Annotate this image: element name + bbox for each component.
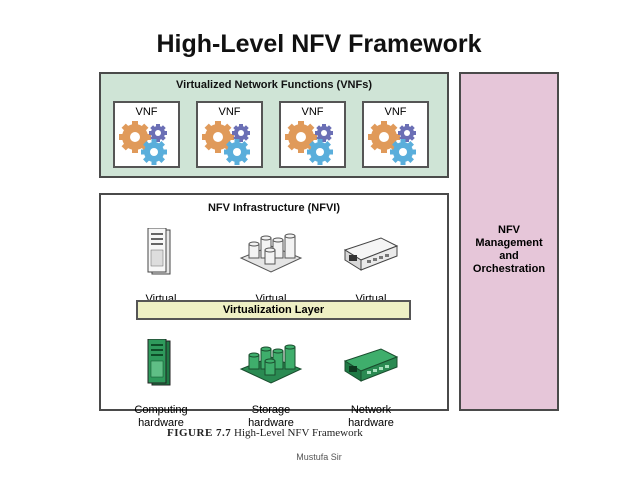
storage-hardware: Storage hardware (226, 326, 316, 430)
gears-icon (368, 121, 416, 165)
figure-caption: FIGURE 7.7 High-Level NFV Framework (167, 427, 363, 439)
storage-icon (239, 344, 303, 384)
vnf-card: VNF (279, 101, 346, 168)
storage-icon (239, 233, 303, 273)
vnf-card: VNF (113, 101, 180, 168)
computing-hardware-label: Computing hardware (134, 404, 188, 429)
computing-hardware: Computing hardware (116, 326, 206, 430)
gears-icon (119, 121, 167, 165)
vnf-section-label: Virtualized Network Functions (VNFs) (176, 79, 372, 91)
mano-section: NFV Management and Orchestration (459, 72, 559, 411)
vnf-card-label: VNF (384, 106, 407, 118)
server-icon (147, 339, 171, 386)
server-icon (147, 228, 171, 275)
nfvi-section: NFV Infrastructure (NFVI) Virtual comput… (99, 193, 449, 429)
vnf-card-label: VNF (135, 106, 158, 118)
vnf-card: VNF (196, 101, 263, 168)
footer-author: Mustufa Sir (296, 452, 342, 462)
virtualization-layer: Virtualization Layer (136, 300, 411, 320)
nfvi-section-label: NFV Infrastructure (NFVI) (207, 202, 340, 214)
figure-caption-text: High-Level NFV Framework (234, 427, 363, 439)
network-hardware-label: Network hardware (348, 404, 394, 429)
network-hardware: Network hardware (326, 326, 416, 430)
page-title: High-Level NFV Framework (156, 30, 482, 58)
vnf-section: Virtualized Network Functions (VNFs) VNF… (99, 72, 449, 178)
network-icon (343, 237, 399, 271)
vnf-card-label: VNF (301, 106, 324, 118)
mano-label: NFV Management and Orchestration (472, 224, 546, 275)
storage-hardware-label: Storage hardware (248, 404, 294, 429)
figure-number: FIGURE 7.7 (167, 427, 232, 439)
gears-icon (202, 121, 250, 165)
network-icon (343, 348, 399, 382)
vnf-card-label: VNF (218, 106, 241, 118)
vnf-card: VNF (362, 101, 429, 168)
gears-icon (285, 121, 333, 165)
